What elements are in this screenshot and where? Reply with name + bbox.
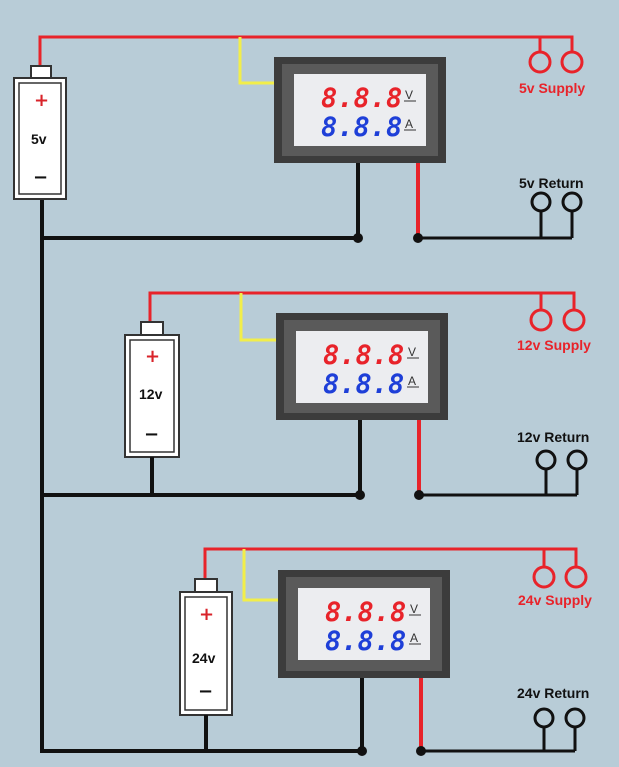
battery: + 5v − <box>13 65 67 200</box>
circuit-24v: 24v Supply + 24v − 8.8.8 V 8.8.8 A <box>42 547 592 756</box>
battery-minus-sign: − <box>33 167 48 188</box>
current-readout: 8.8.8 <box>323 369 404 400</box>
battery-cap <box>140 321 164 336</box>
voltage-unit: V <box>405 88 413 102</box>
battery-body <box>13 77 67 200</box>
supply-terminal <box>564 565 588 589</box>
return-terminal <box>530 191 552 213</box>
voltage-readout: 8.8.8 <box>325 597 406 628</box>
battery-cap <box>30 65 52 79</box>
supply-label: 12v Supply <box>517 337 591 353</box>
supply-wire <box>38 35 540 78</box>
battery-cap <box>194 578 218 593</box>
supply-terminal <box>528 50 552 74</box>
supply-terminal <box>560 50 584 74</box>
supply-label: 24v Supply <box>518 592 592 608</box>
sense-wire <box>238 37 275 85</box>
circuit-5v: 5v Supply + 5v − 8.8.8 V 8.8.8 A <box>13 35 585 243</box>
return-terminal <box>566 449 588 471</box>
current-readout: 8.8.8 <box>321 112 402 143</box>
current-unit: A <box>410 631 418 645</box>
voltage-unit: V <box>408 345 416 359</box>
voltage-unit: V <box>410 602 418 616</box>
sense-wire <box>242 549 278 602</box>
battery-minus-sign: − <box>198 681 213 702</box>
junction-dot <box>416 746 426 756</box>
volt-amp-meter: 8.8.8 V 8.8.8 A <box>276 313 448 420</box>
current-unit: A <box>408 374 416 388</box>
supply-terminal <box>529 308 553 332</box>
circuit-12v: 12v Supply + 12v − 8.8.8 V 8.8.8 A <box>42 291 591 500</box>
battery: + 12v − <box>124 321 180 458</box>
supply-wire <box>203 547 544 578</box>
volt-amp-meter: 8.8.8 V 8.8.8 A <box>278 570 450 678</box>
meter-display-face <box>296 331 428 403</box>
current-readout: 8.8.8 <box>325 626 406 657</box>
battery: + 24v − <box>179 578 233 716</box>
return-label: 12v Return <box>517 429 589 445</box>
voltage-readout: 8.8.8 <box>321 83 402 114</box>
return-label: 5v Return <box>519 175 584 191</box>
supply-terminal-fork <box>538 35 574 52</box>
supply-label: 5v Supply <box>519 80 585 96</box>
junction-dot <box>353 233 363 243</box>
sense-wire <box>239 293 278 342</box>
battery-plus-sign: + <box>34 90 49 111</box>
junction-dot <box>414 490 424 500</box>
battery-plus-sign: + <box>199 604 214 625</box>
return-terminal <box>535 449 557 471</box>
return-terminal <box>564 707 586 729</box>
battery-plus-sign: + <box>145 346 160 367</box>
battery-voltage-label: 12v <box>139 386 163 402</box>
battery-minus-sign: − <box>144 424 159 445</box>
battery-voltage-label: 5v <box>31 131 47 147</box>
supply-terminal <box>562 308 586 332</box>
meter-display-face <box>298 588 430 660</box>
return-terminal <box>533 707 555 729</box>
battery-body <box>179 591 233 716</box>
volt-amp-meter: 8.8.8 V 8.8.8 A <box>274 57 446 163</box>
junction-dot <box>357 746 367 756</box>
meter-display-face <box>294 74 426 146</box>
supply-wire <box>148 291 541 322</box>
return-terminal <box>561 191 583 213</box>
supply-terminal <box>532 565 556 589</box>
current-unit: A <box>405 117 413 131</box>
voltage-readout: 8.8.8 <box>323 340 404 371</box>
supply-terminal-fork <box>542 547 578 566</box>
return-label: 24v Return <box>517 685 589 701</box>
junction-dot <box>413 233 423 243</box>
junction-dot <box>355 490 365 500</box>
battery-voltage-label: 24v <box>192 650 216 666</box>
supply-terminal-fork <box>539 291 576 310</box>
